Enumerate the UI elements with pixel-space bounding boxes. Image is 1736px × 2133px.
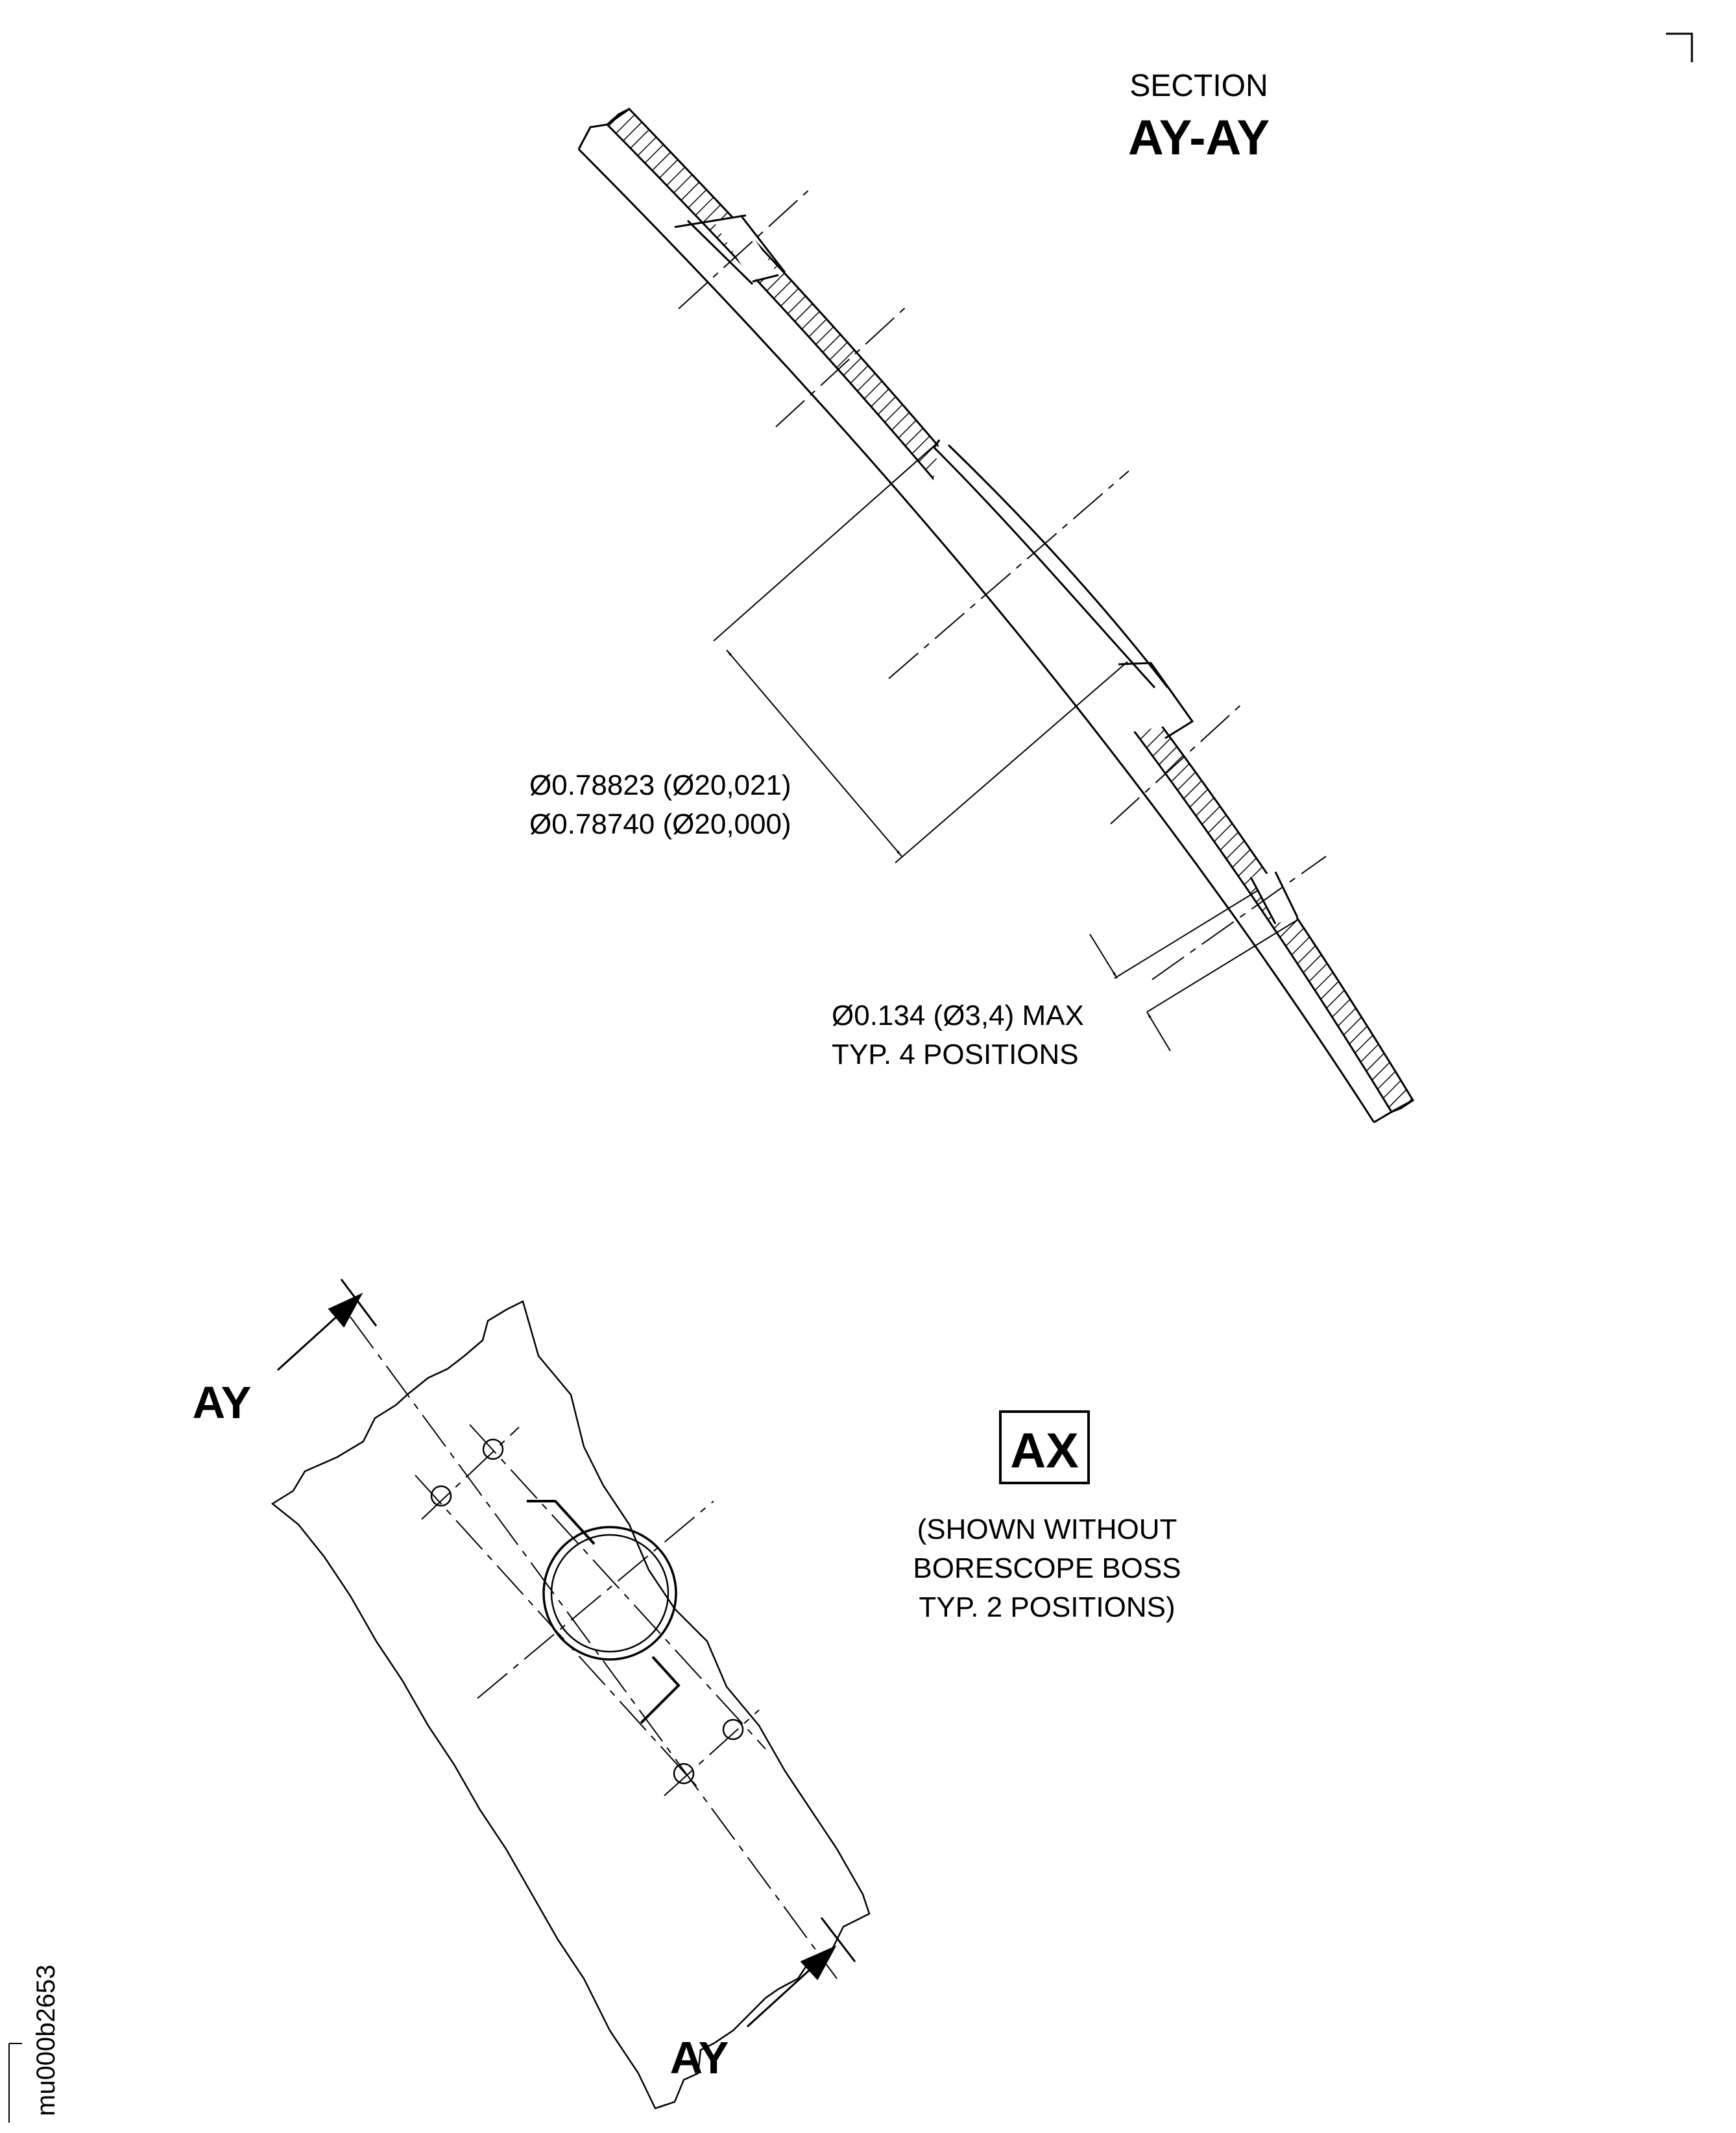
- figure-id: mu000b2653: [32, 1964, 60, 2116]
- hole-wall-upper-b: [752, 274, 779, 283]
- hole-dimension-line1: Ø0.134 (Ø3,4) MAX: [832, 1000, 1084, 1031]
- view-centerlines: [350, 1316, 838, 1979]
- hole-gap-lower: [1251, 872, 1297, 924]
- section-cut-path: [527, 1500, 681, 1724]
- view-note-line1: (SHOWN WITHOUT: [917, 1513, 1177, 1545]
- view-label: AX: [1010, 1423, 1079, 1478]
- cut-plane-top: [276, 1279, 378, 1371]
- bore-dimension-line1: Ø0.78823 (Ø20,021): [529, 769, 791, 801]
- bolt-hole-1: [430, 1485, 452, 1507]
- cut-plane-bottom: [746, 1917, 856, 2028]
- view-note-line3: TYP. 2 POSITIONS): [919, 1591, 1175, 1623]
- hole-wall-lower-b: [1274, 871, 1299, 918]
- bore-step-lower: [1118, 662, 1194, 740]
- section-centerlines: [678, 187, 1327, 980]
- inner-surface-line: [577, 148, 1375, 1123]
- plate-outline: [271, 1300, 871, 2110]
- bore-dimension-line2: Ø0.78740 (Ø20,000): [529, 808, 791, 840]
- borescope-hole-outer: [542, 1526, 677, 1661]
- cut-marker-top-label: AY: [193, 1377, 252, 1428]
- hole-wall-upper-a: [674, 214, 747, 228]
- section-view-ay-ay: SECTION AY-AY Ø0.78823 (Ø20,021) Ø0.7874…: [529, 69, 1415, 1124]
- section-label: SECTION: [1129, 69, 1268, 103]
- break-end-bottom: [1373, 1099, 1414, 1124]
- hole-wall-upper-d: [740, 215, 786, 273]
- bolt-hole-3: [722, 1718, 744, 1741]
- hole-wall-upper-c: [686, 219, 754, 285]
- view-note-line2: BORESCOPE BOSS: [913, 1552, 1181, 1584]
- bore-opening: [928, 440, 1192, 734]
- corner-crop-mark: [1666, 32, 1693, 62]
- hole-dimension-line2: TYP. 4 POSITIONS: [832, 1039, 1079, 1070]
- hole-diameter-dimension: [1089, 889, 1298, 1052]
- bolt-hole-2: [482, 1438, 504, 1460]
- break-end-top: [577, 108, 630, 150]
- bolt-hole-4: [673, 1763, 695, 1785]
- detail-view-ax: AY AY AX (SHOWN WITHOUT BORESCOPE BOSS T…: [193, 1279, 1181, 2110]
- bore-edge-lower: [947, 444, 1169, 688]
- borescope-hole-inner: [550, 1534, 669, 1653]
- view-label-box: [999, 1410, 1090, 1484]
- cut-marker-bottom-label: AY: [670, 2032, 729, 2083]
- section-designation: AY-AY: [1128, 110, 1270, 165]
- bore-edge-upper: [933, 439, 1156, 689]
- bore-diameter-dimension: [713, 440, 1128, 863]
